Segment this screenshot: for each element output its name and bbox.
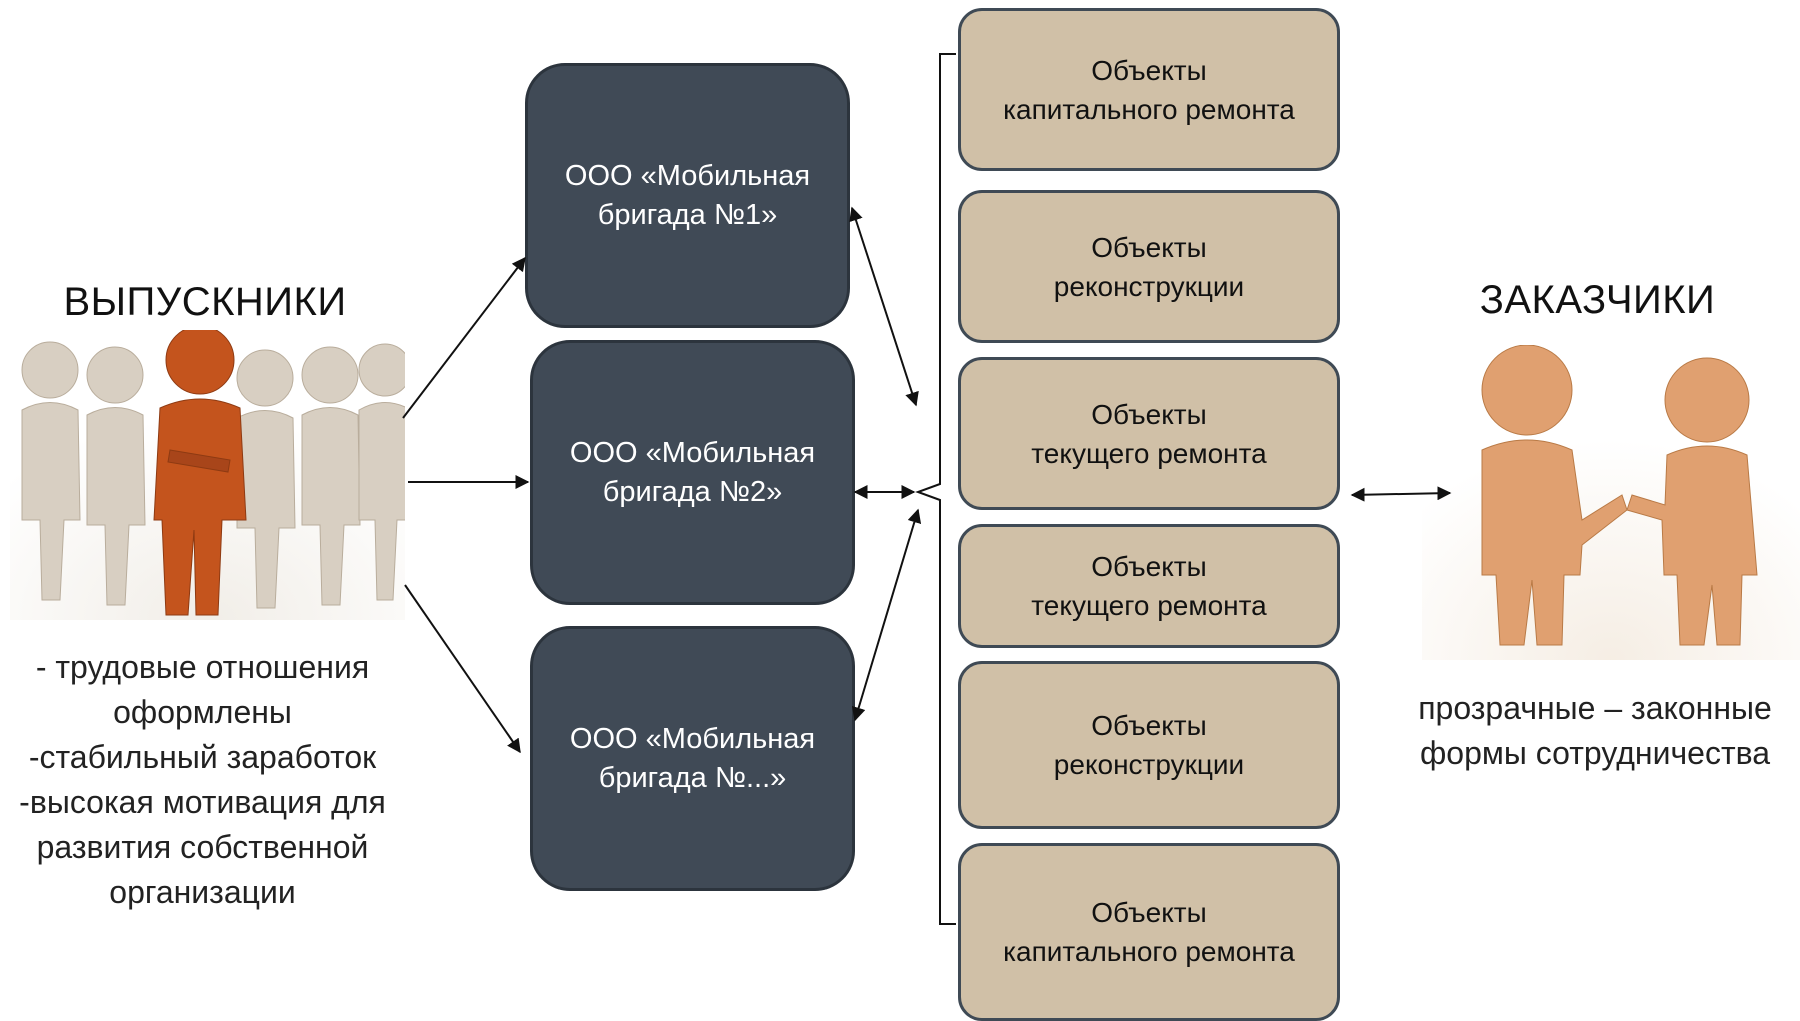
object-box-2: Объекты реконструкции — [958, 190, 1340, 343]
clients-title: ЗАКАЗЧИКИ — [1479, 278, 1716, 322]
client-figure-icon — [1626, 357, 1758, 646]
object-label: Объекты текущего ремонта — [1031, 398, 1267, 469]
client-figure-icon — [1481, 345, 1628, 646]
arrow-brigade-3-bracket — [851, 508, 922, 722]
object-label: Объекты реконструкции — [1053, 231, 1245, 302]
objects-bracket — [915, 53, 956, 925]
figure-icon — [21, 341, 81, 601]
object-label: Объекты реконструкции — [1053, 710, 1245, 780]
brigade-label: ООО «Мобильная бригада №2» — [569, 436, 816, 508]
object-box-5: Объекты реконструкции — [958, 661, 1340, 829]
clients-caption: прозрачные – законные формы сотрудничест… — [1418, 690, 1772, 771]
object-label: Объекты текущего ремонта — [1031, 551, 1267, 621]
graduates-illustration — [10, 330, 405, 620]
object-box-6: Объекты капитального ремонта — [958, 843, 1340, 1021]
clients-handshake-illustration — [1422, 345, 1800, 660]
graduates-title: ВЫПУСКНИКИ — [63, 280, 347, 324]
object-box-1: Объекты капитального ремонта — [958, 8, 1340, 171]
leader-figure-icon — [153, 330, 247, 616]
object-box-3: Объекты текущего ремонта — [958, 357, 1340, 510]
arrow-to-brigade-1 — [402, 256, 526, 419]
brigade-box-3: ООО «Мобильная бригада №...» — [530, 626, 855, 891]
arrow-to-brigade-3 — [404, 584, 521, 754]
brigade-box-2: ООО «Мобильная бригада №2» — [530, 340, 855, 605]
object-label: Объекты капитального ремонта — [1003, 54, 1295, 125]
brigade-box-1: ООО «Мобильная бригада №1» — [525, 63, 850, 328]
brigade-label: ООО «Мобильная бригада №1» — [564, 159, 811, 231]
object-box-4: Объекты текущего ремонта — [958, 524, 1340, 648]
object-label: Объекты капитального ремонта — [1003, 897, 1295, 967]
brigade-label: ООО «Мобильная бригада №...» — [569, 722, 816, 794]
arrow-brigade-1-bracket — [849, 206, 919, 407]
arrow-objects-clients — [1350, 486, 1452, 502]
graduates-benefits: - трудовые отношения оформлены -стабильн… — [19, 649, 386, 910]
